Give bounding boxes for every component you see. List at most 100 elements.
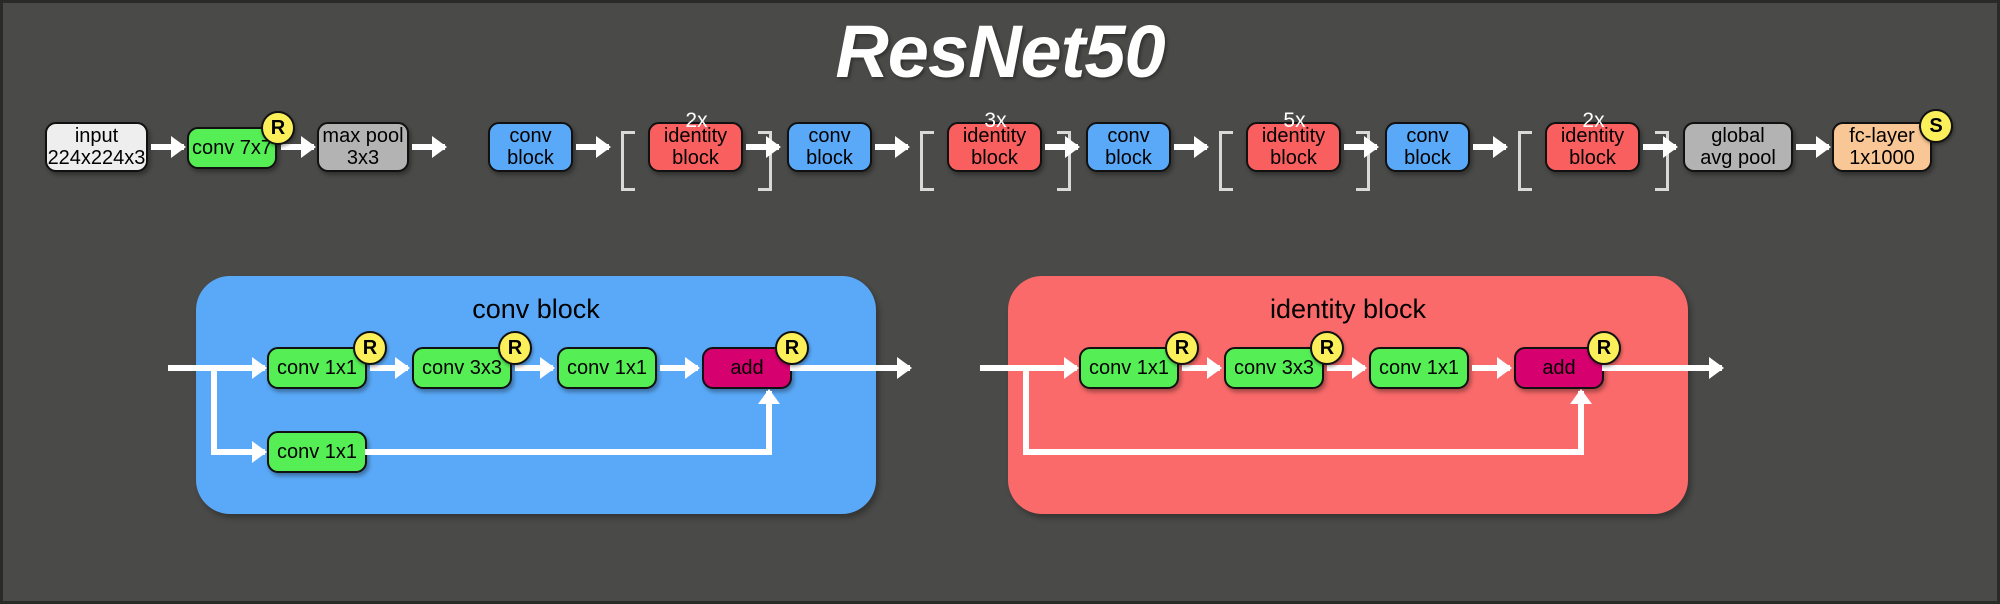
node-label-line2: 3x3 <box>346 147 380 169</box>
pipeline-node-maxpool[interactable]: max pool 3x3 <box>317 122 409 172</box>
node-label-line2: block <box>1105 147 1152 169</box>
arrow-convblock2-to-identity2 <box>875 144 908 150</box>
arrow-input-to-conv7x7 <box>151 144 184 150</box>
node-label-line2: block <box>672 147 719 169</box>
node-label: conv 1x1 <box>1088 356 1170 379</box>
repeat-bracket-left-3 <box>1219 131 1233 191</box>
arrow-identity4-to-globalavg <box>1643 144 1676 150</box>
softmax-badge-icon: S <box>1919 109 1953 143</box>
pipeline-node-global-avg-pool[interactable]: global avg pool <box>1683 122 1793 172</box>
repeat-label-3: 5x <box>1283 109 1306 132</box>
arrow-convblock-to-conv1 <box>211 365 265 371</box>
node-label-line2: block <box>1270 147 1317 169</box>
repeat-bracket-right-3 <box>1356 131 1370 191</box>
arrow-conv3-to-add <box>660 365 698 371</box>
arrow-identity3-to-convblock4 <box>1344 144 1377 150</box>
node-label-line2: block <box>806 147 853 169</box>
arrow-identity1-to-convblock2 <box>746 144 779 150</box>
conv-block-conv-1x1-b[interactable]: conv 1x1 <box>557 347 657 389</box>
arrow-convblock4-to-identity4 <box>1473 144 1506 150</box>
node-label: conv 3x3 <box>1233 356 1315 379</box>
conv-block-split-vertical <box>211 365 217 455</box>
conv-block-skip-conv-1x1[interactable]: conv 1x1 <box>267 431 367 473</box>
conv-block-conv-1x1-a[interactable]: conv 1x1 <box>267 347 367 389</box>
arrow-iconv1-to-iconv2 <box>1182 365 1220 371</box>
arrow-iconv2-to-iconv3 <box>1327 365 1365 371</box>
pipeline-node-identity-block-4[interactable]: identity block <box>1545 122 1640 172</box>
arrow-iconv3-to-iadd <box>1472 365 1510 371</box>
node-label-line1: identity <box>663 124 728 147</box>
repeat-bracket-left-4 <box>1518 131 1532 191</box>
node-label-line1: conv <box>509 124 552 147</box>
identity-block-output-arrow <box>1602 365 1722 371</box>
node-label: conv 1x1 <box>276 356 358 379</box>
pipeline-node-fc-layer[interactable]: fc-layer 1x1000 <box>1832 122 1932 172</box>
pipeline-node-identity-block-2[interactable]: identity block <box>947 122 1042 172</box>
arrow-skip-to-conv1x1 <box>211 449 265 455</box>
relu-badge-icon: R <box>1165 331 1199 365</box>
identity-block-conv-1x1-a[interactable]: conv 1x1 <box>1079 347 1179 389</box>
arrow-conv2-to-conv3 <box>515 365 553 371</box>
node-label-line2: block <box>1404 147 1451 169</box>
node-label: conv 1x1 <box>276 440 358 463</box>
relu-badge-icon: R <box>775 331 809 365</box>
conv-block-output-arrow <box>790 365 910 371</box>
node-label-line1: identity <box>962 124 1027 147</box>
page-title: ResNet50 <box>835 10 1165 93</box>
arrow-globalavg-to-fclayer <box>1796 144 1829 150</box>
repeat-bracket-left-1 <box>621 131 635 191</box>
relu-badge-icon: R <box>261 111 295 145</box>
identity-block-skip-up-arrow <box>1578 391 1584 449</box>
node-label-line2: avg pool <box>1700 147 1776 169</box>
pipeline-node-identity-block-3[interactable]: identity block <box>1246 122 1341 172</box>
node-label-line1: global <box>1711 124 1765 147</box>
arrow-identity-to-conv1 <box>1023 365 1077 371</box>
node-label-line2: 224x224x3 <box>47 147 146 169</box>
pipeline-node-conv-block-2[interactable]: conv block <box>787 122 872 172</box>
repeat-bracket-right-4 <box>1655 131 1669 191</box>
arrow-convblock1-to-identity1 <box>576 144 609 150</box>
identity-block-conv-3x3[interactable]: conv 3x3 <box>1224 347 1324 389</box>
node-label-line1: identity <box>1560 124 1625 147</box>
repeat-bracket-right-2 <box>1057 131 1071 191</box>
node-label-line1: max pool <box>322 124 404 147</box>
repeat-label-4: 2x <box>1582 109 1605 132</box>
arrow-identity2-to-convblock3 <box>1045 144 1078 150</box>
conv-block-panel-title: conv block <box>472 294 600 324</box>
arrow-maxpool-to-convblock1 <box>412 144 445 150</box>
pipeline-node-conv-block-3[interactable]: conv block <box>1086 122 1171 172</box>
node-label-line2: block <box>971 147 1018 169</box>
repeat-label-1: 2x <box>685 109 708 132</box>
node-label: conv 1x1 <box>566 356 648 379</box>
arrow-conv1-to-conv2 <box>370 365 408 371</box>
pipeline-node-identity-block-1[interactable]: identity block <box>648 122 743 172</box>
pipeline-node-conv-block-4[interactable]: conv block <box>1385 122 1470 172</box>
node-label-line1: conv 7x7 <box>191 136 273 159</box>
repeat-bracket-right-1 <box>758 131 772 191</box>
node-label: add <box>730 356 764 379</box>
pipeline-node-conv-block-1[interactable]: conv block <box>488 122 573 172</box>
identity-block-skip-line-h <box>1023 449 1584 455</box>
arrow-conv7x7-to-maxpool <box>281 144 314 150</box>
node-label-line2: 1x1000 <box>1849 147 1915 169</box>
relu-badge-icon: R <box>1310 331 1344 365</box>
conv-block-conv-3x3[interactable]: conv 3x3 <box>412 347 512 389</box>
identity-block-conv-1x1-b[interactable]: conv 1x1 <box>1369 347 1469 389</box>
node-label-line1: fc-layer <box>1849 124 1915 147</box>
conv-block-skip-return-line <box>365 449 772 455</box>
node-label-line2: block <box>507 147 554 169</box>
relu-badge-icon: R <box>1587 331 1621 365</box>
node-label-line1: conv <box>808 124 851 147</box>
node-label-line1: conv <box>1107 124 1150 147</box>
identity-block-split-vertical <box>1023 365 1029 455</box>
pipeline-node-input[interactable]: input 224x224x3 <box>45 122 148 172</box>
relu-badge-icon: R <box>353 331 387 365</box>
repeat-label-2: 3x <box>984 109 1007 132</box>
conv-block-skip-up-arrow <box>766 391 772 449</box>
repeat-bracket-left-2 <box>920 131 934 191</box>
node-label: add <box>1542 356 1576 379</box>
node-label-line1: conv <box>1406 124 1449 147</box>
node-label: conv 3x3 <box>421 356 503 379</box>
relu-badge-icon: R <box>498 331 532 365</box>
